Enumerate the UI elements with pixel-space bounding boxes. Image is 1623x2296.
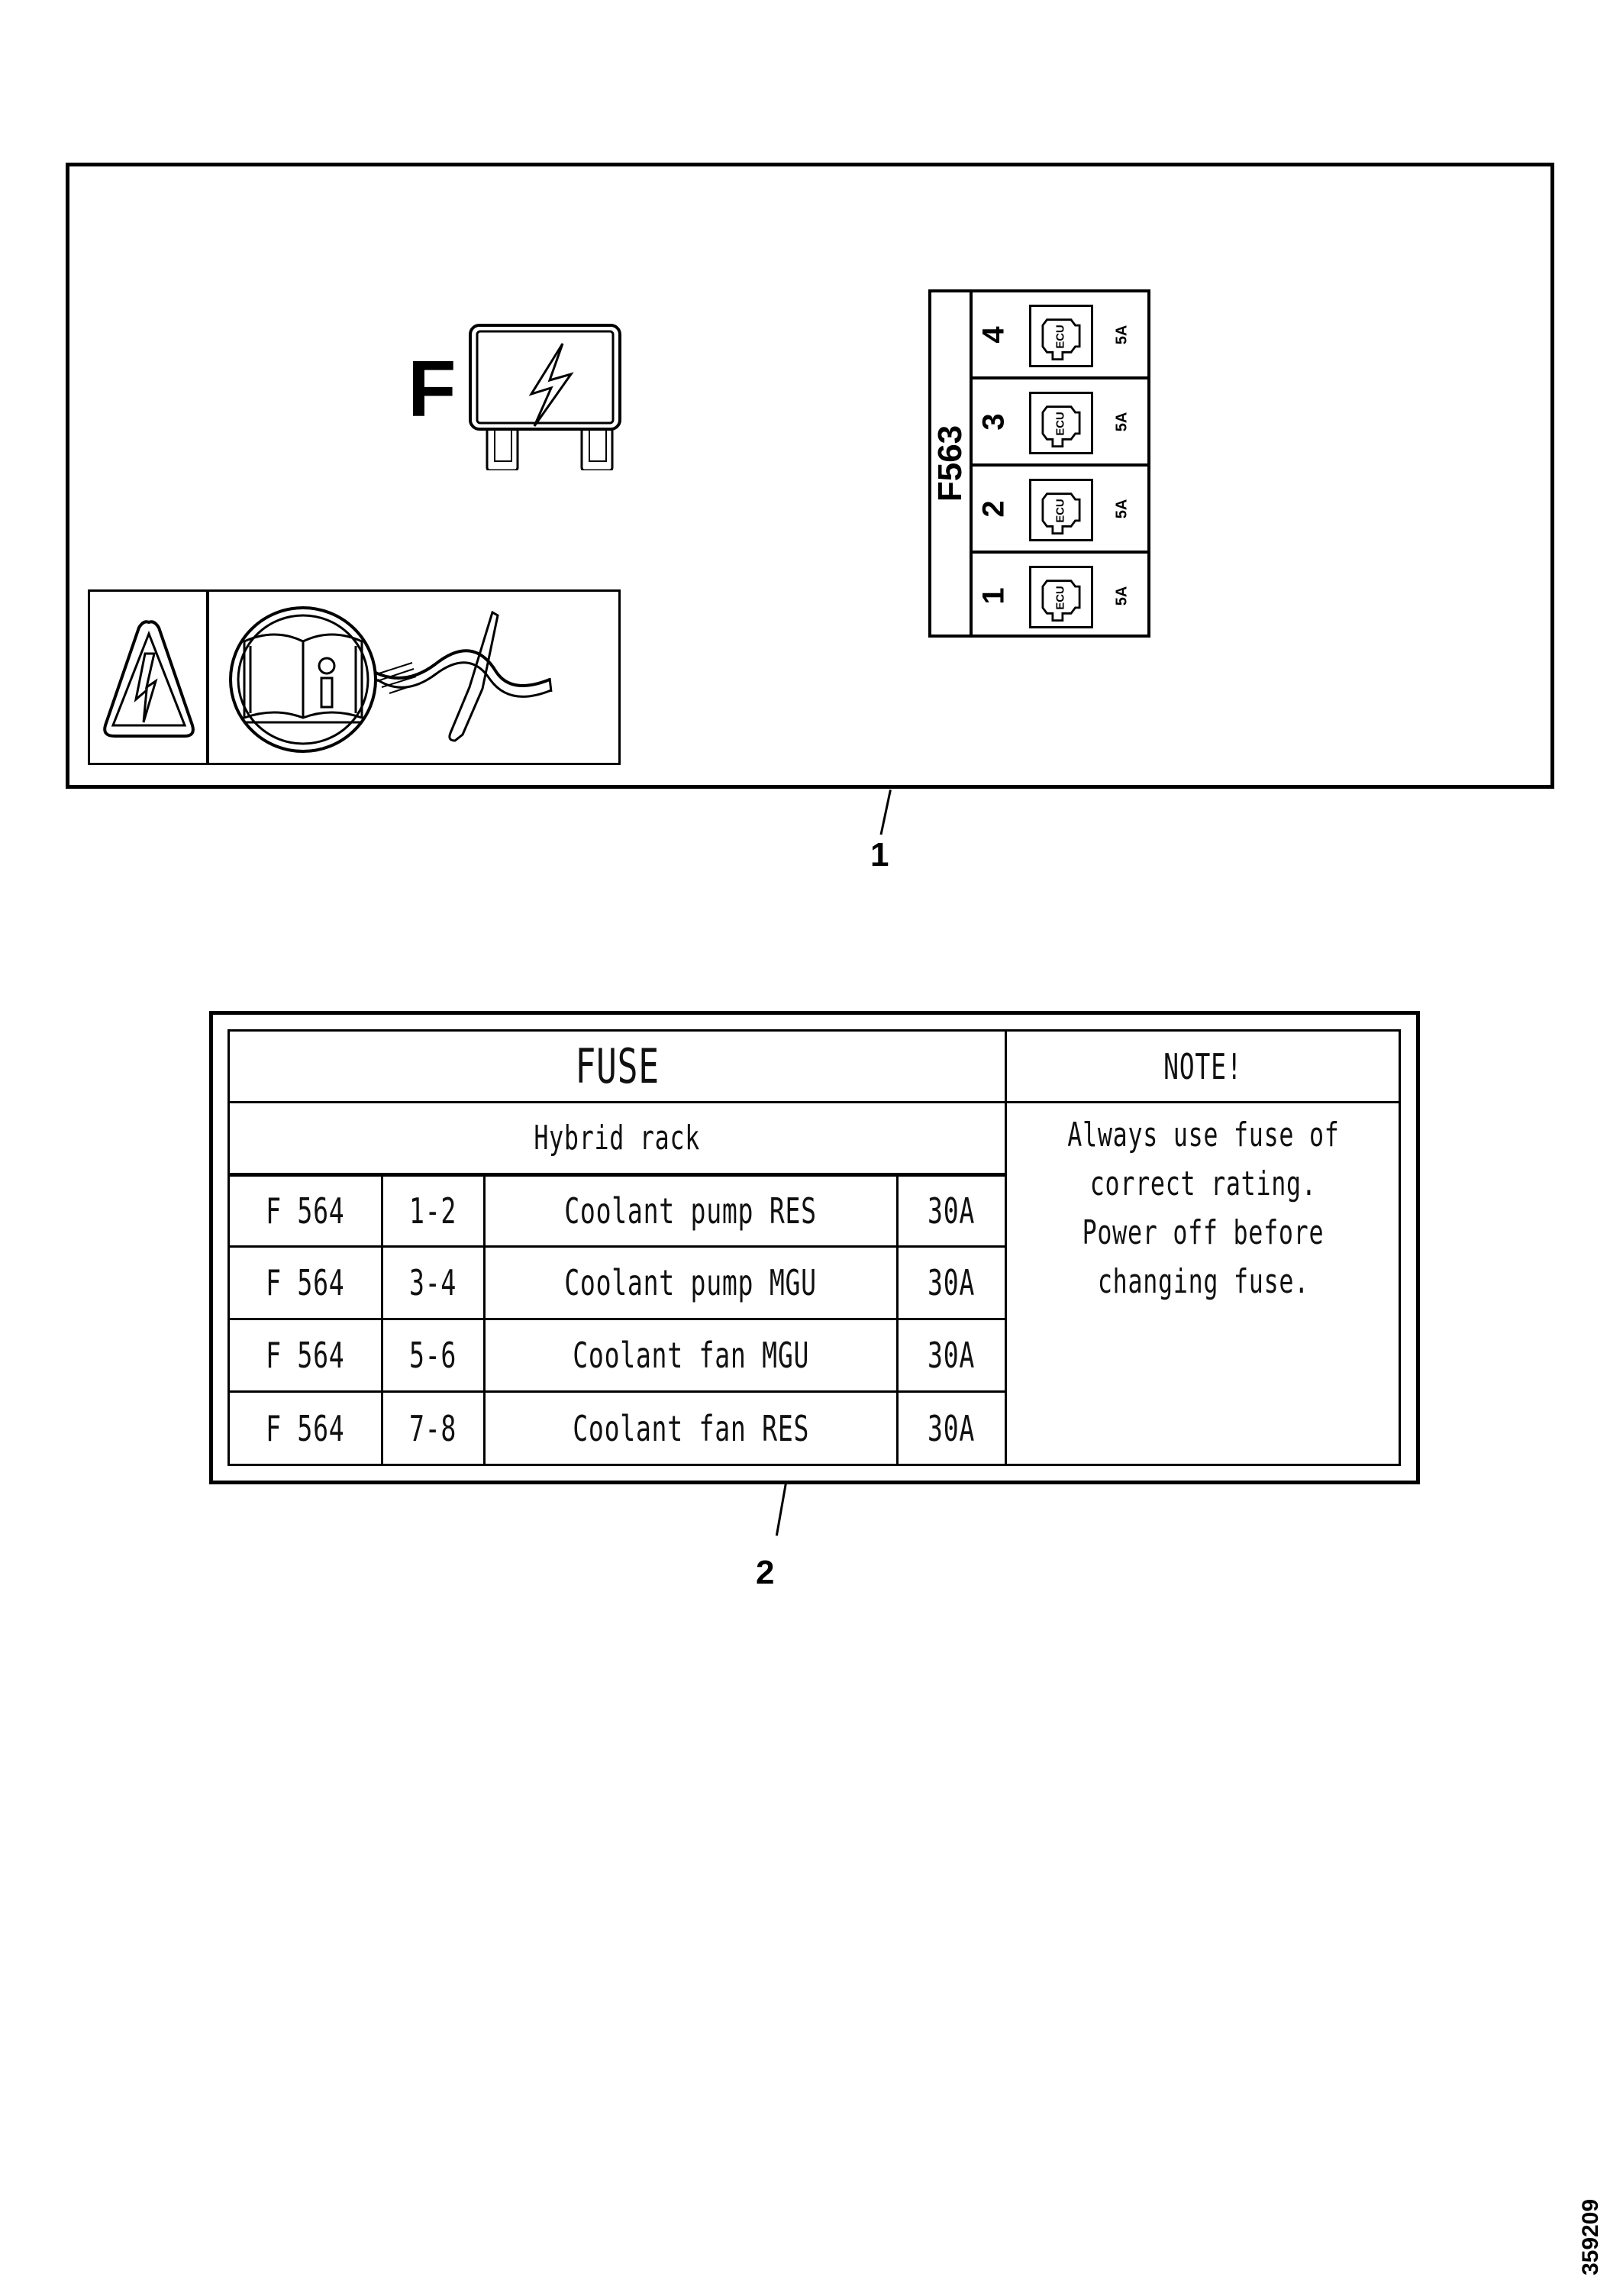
fuse-slot: 2 ECU 5A	[973, 467, 1150, 554]
rating-cell: 30A	[928, 1407, 976, 1449]
f563-label-column	[928, 289, 973, 638]
svg-text:ECU: ECU	[1055, 412, 1067, 435]
table-subtitle: Hybrid rack	[534, 1119, 701, 1158]
pins-cell: 3-4	[409, 1262, 457, 1303]
table-divider	[227, 1173, 1005, 1177]
fuse-slot: 3 ECU 5A	[973, 379, 1150, 467]
note-title: NOTE!	[1163, 1045, 1243, 1087]
callout-2-leader	[775, 1483, 787, 1536]
fuse-id-cell: F 564	[266, 1335, 345, 1376]
label-1-frame	[66, 163, 1554, 789]
function-cell: Coolant pump RES	[564, 1190, 818, 1232]
pins-cell: 7-8	[409, 1407, 457, 1449]
table-divider	[227, 1390, 1005, 1393]
label-2-frame	[209, 1011, 1420, 1484]
svg-text:ECU: ECU	[1055, 499, 1067, 522]
slot-number: 3	[976, 412, 1011, 431]
fuse-id-cell: F 564	[266, 1262, 345, 1303]
function-cell: Coolant fan RES	[573, 1407, 809, 1449]
read-manual-info-icon	[229, 606, 553, 753]
note-body: Always use fuse of correct rating. Power…	[1066, 1116, 1340, 1301]
pins-cell: 1-2	[409, 1190, 457, 1232]
fuse-slot: 4 ECU 5A	[973, 292, 1150, 379]
table-divider	[483, 1174, 486, 1466]
function-cell: Coolant pump MGU	[564, 1262, 818, 1303]
svg-text:ECU: ECU	[1055, 586, 1067, 609]
high-voltage-warning-triangle-icon	[103, 620, 195, 738]
callout-1-leader	[879, 790, 892, 835]
ecu-icon: ECU	[1029, 566, 1093, 628]
fuse-table	[227, 1029, 1401, 1466]
slot-rating: 5A	[1113, 499, 1131, 518]
slot-rating: 5A	[1113, 412, 1131, 431]
slot-number: 1	[976, 586, 1011, 605]
drawing-number: 359209	[1578, 2198, 1604, 2276]
table-divider	[227, 1318, 1005, 1320]
slot-number: 2	[976, 499, 1011, 518]
table-divider	[227, 1245, 1005, 1248]
ecu-icon: ECU	[1029, 392, 1093, 454]
symbols-divider	[206, 589, 209, 765]
table-divider	[381, 1174, 383, 1466]
rating-cell: 30A	[928, 1190, 976, 1232]
table-divider	[1005, 1029, 1007, 1466]
svg-text:ECU: ECU	[1055, 325, 1067, 348]
rating-cell: 30A	[928, 1262, 976, 1303]
fuse-id-cell: F 564	[266, 1190, 345, 1232]
screwdriver-wire-icon	[373, 610, 553, 742]
table-title: FUSE	[575, 1038, 660, 1094]
table-divider	[227, 1101, 1401, 1103]
f563-title: F563	[931, 425, 970, 502]
callout-2: 2	[756, 1554, 775, 1591]
safety-symbols-panel	[88, 589, 621, 765]
rating-cell: 30A	[928, 1335, 976, 1376]
function-cell: Coolant fan MGU	[573, 1335, 809, 1376]
callout-1: 1	[870, 836, 889, 874]
pins-cell: 5-6	[409, 1335, 457, 1376]
fuse-id-cell: F 564	[266, 1407, 345, 1449]
fuse-slot: 1 ECU 5A	[973, 554, 1150, 641]
fuse-letter: F	[408, 345, 457, 434]
slot-number: 4	[976, 325, 1011, 344]
slot-rating: 5A	[1113, 325, 1131, 344]
table-divider	[896, 1174, 899, 1466]
fuse-lightning-icon	[469, 324, 621, 470]
slot-rating: 5A	[1113, 586, 1131, 605]
ecu-icon: ECU	[1029, 305, 1093, 367]
ecu-icon: ECU	[1029, 479, 1093, 541]
